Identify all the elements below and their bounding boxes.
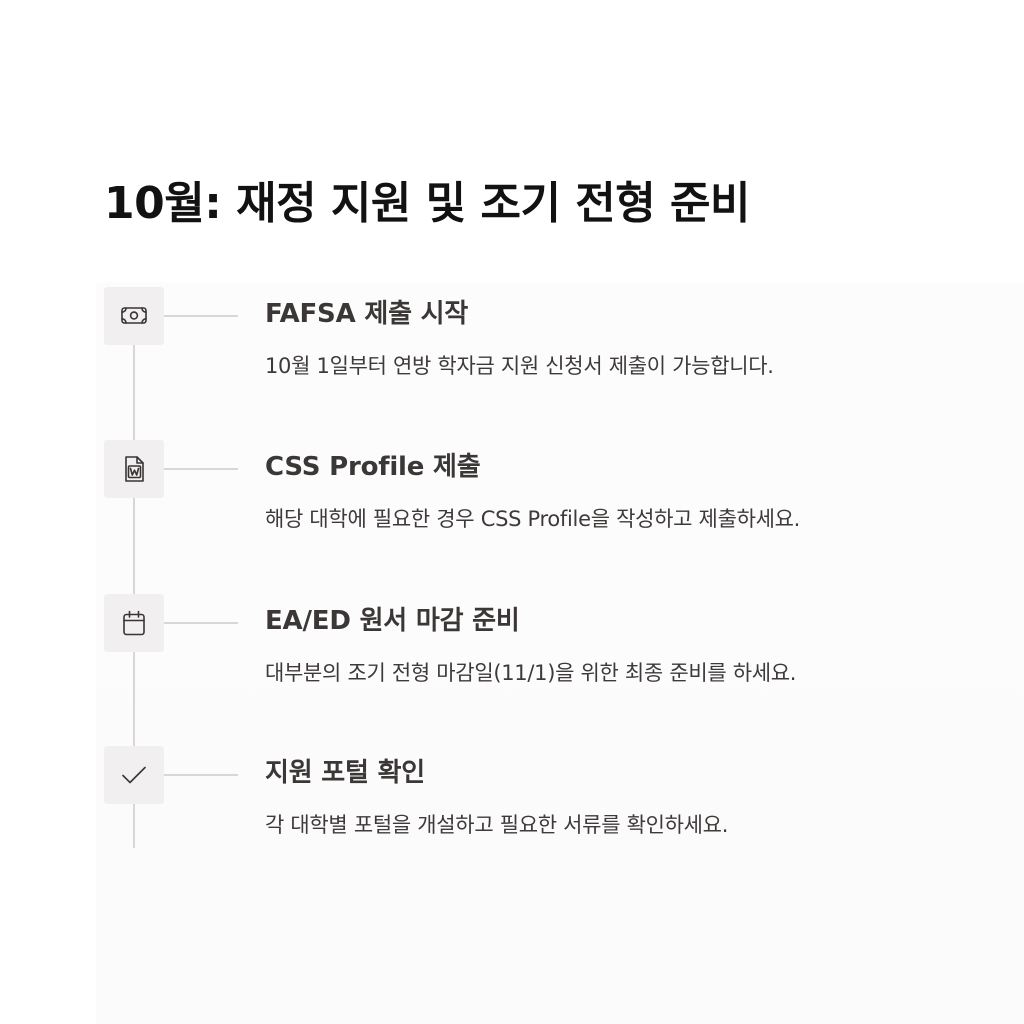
step-title: FAFSA 제출 시작 [265, 299, 469, 329]
step-connector [164, 774, 238, 776]
calendar-icon [104, 594, 164, 652]
step-connector [164, 622, 238, 624]
timeline-step-fafsa: FAFSA 제출 시작 10월 1일부터 연방 학자금 지원 신청서 제출이 가… [0, 287, 1024, 397]
step-description: 각 대학별 포털을 개설하고 필요한 서류를 확인하세요. [265, 813, 729, 837]
step-title: 지원 포털 확인 [265, 758, 426, 788]
step-connector [164, 315, 238, 317]
timeline-step-css-profile: CSS Profile 제출 해당 대학에 필요한 경우 CSS Profile… [0, 440, 1024, 550]
step-connector [164, 468, 238, 470]
page-title: 10월: 재정 지원 및 조기 전형 준비 [104, 178, 751, 229]
timeline-step-early-application: EA/ED 원서 마감 준비 대부분의 조기 전형 마감일(11/1)을 위한 … [0, 594, 1024, 704]
timeline-step-portal-check: 지원 포털 확인 각 대학별 포털을 개설하고 필요한 서류를 확인하세요. [0, 746, 1024, 856]
checkmark-icon [104, 746, 164, 804]
step-description: 해당 대학에 필요한 경우 CSS Profile을 작성하고 제출하세요. [265, 507, 801, 531]
step-title: EA/ED 원서 마감 준비 [265, 606, 520, 636]
money-icon [104, 287, 164, 345]
word-document-icon [104, 440, 164, 498]
step-title: CSS Profile 제출 [265, 452, 481, 482]
step-description: 대부분의 조기 전형 마감일(11/1)을 위한 최종 준비를 하세요. [265, 661, 797, 685]
content-background [96, 282, 1024, 1024]
step-description: 10월 1일부터 연방 학자금 지원 신청서 제출이 가능합니다. [265, 354, 774, 378]
